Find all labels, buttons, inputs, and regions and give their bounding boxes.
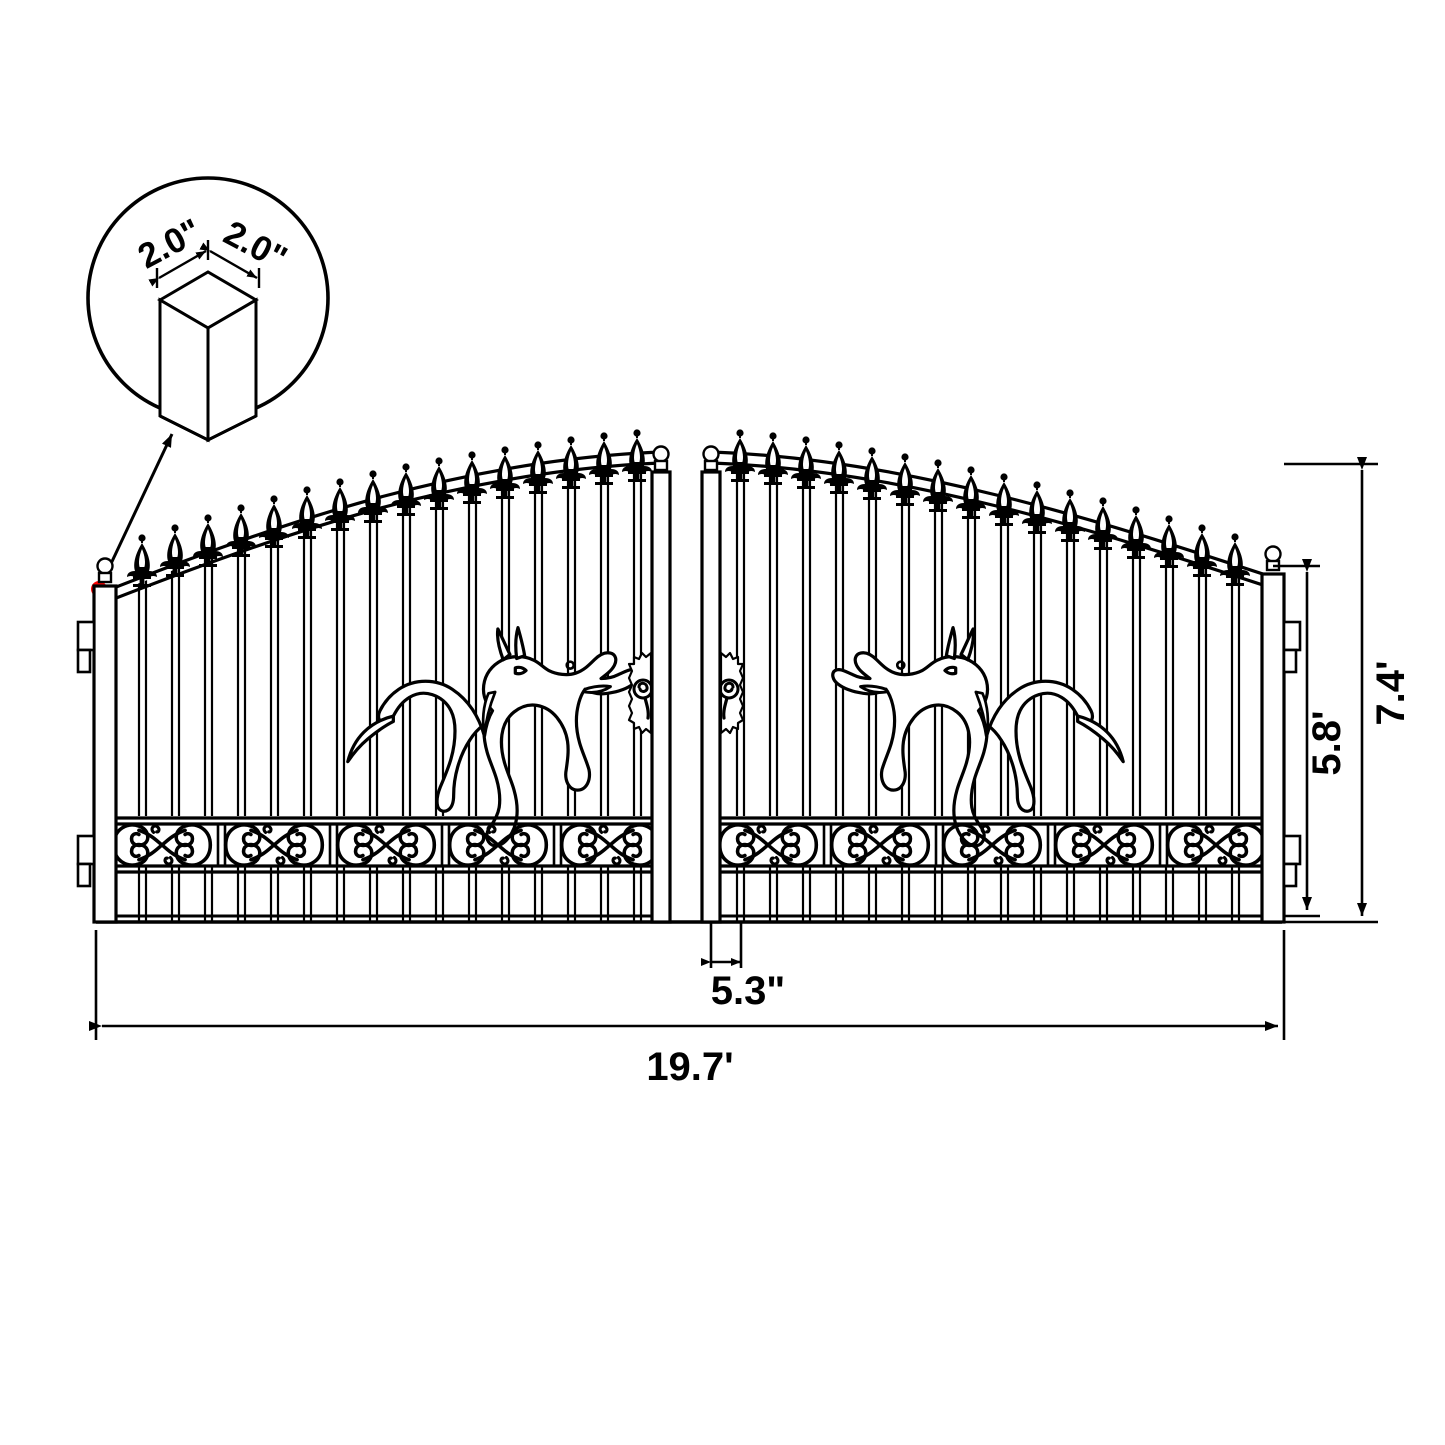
left-gate-post: [92, 557, 118, 924]
overall-height-dimension: 7.4': [1284, 457, 1413, 924]
left-leaf-horse-motif: [346, 626, 640, 848]
post-height-dimension: 5.8': [1273, 559, 1349, 918]
right-gate-post: [1260, 545, 1286, 924]
post-isometric-shape: [157, 270, 259, 443]
left-hinge-lower: [76, 834, 96, 888]
lock-escutcheon-left: [627, 651, 654, 735]
meeting-stile-left: [650, 445, 672, 924]
right-hinge-lower: [1282, 834, 1302, 888]
post-height-label: 5.8': [1305, 710, 1349, 775]
overall-width-dimension: 19.7': [89, 930, 1286, 1089]
meeting-stile-right: [700, 445, 722, 924]
lock-escutcheon-right: [718, 651, 745, 735]
right-leaf-pickets: [735, 456, 1241, 816]
post-cross-section-callout: 2.0" 2.0": [86, 176, 330, 443]
overall-width-label: 19.7': [646, 1045, 733, 1089]
scroll-band: [106, 816, 1272, 874]
left-hinge-upper: [76, 620, 96, 674]
gate-assembly: [76, 428, 1302, 924]
picket-spacing-dimension: 5.3": [701, 922, 786, 1013]
bottom-rail: [95, 914, 1283, 924]
callout-dimension-lines: [148, 240, 261, 288]
right-hinge-upper: [1282, 620, 1302, 674]
lower-pickets: [137, 866, 1241, 922]
picket-spacing-label: 5.3": [711, 969, 786, 1013]
overall-height-label: 7.4': [1369, 660, 1413, 725]
spear-finials-left: [126, 428, 653, 588]
scroll-motifs: [111, 823, 1267, 867]
